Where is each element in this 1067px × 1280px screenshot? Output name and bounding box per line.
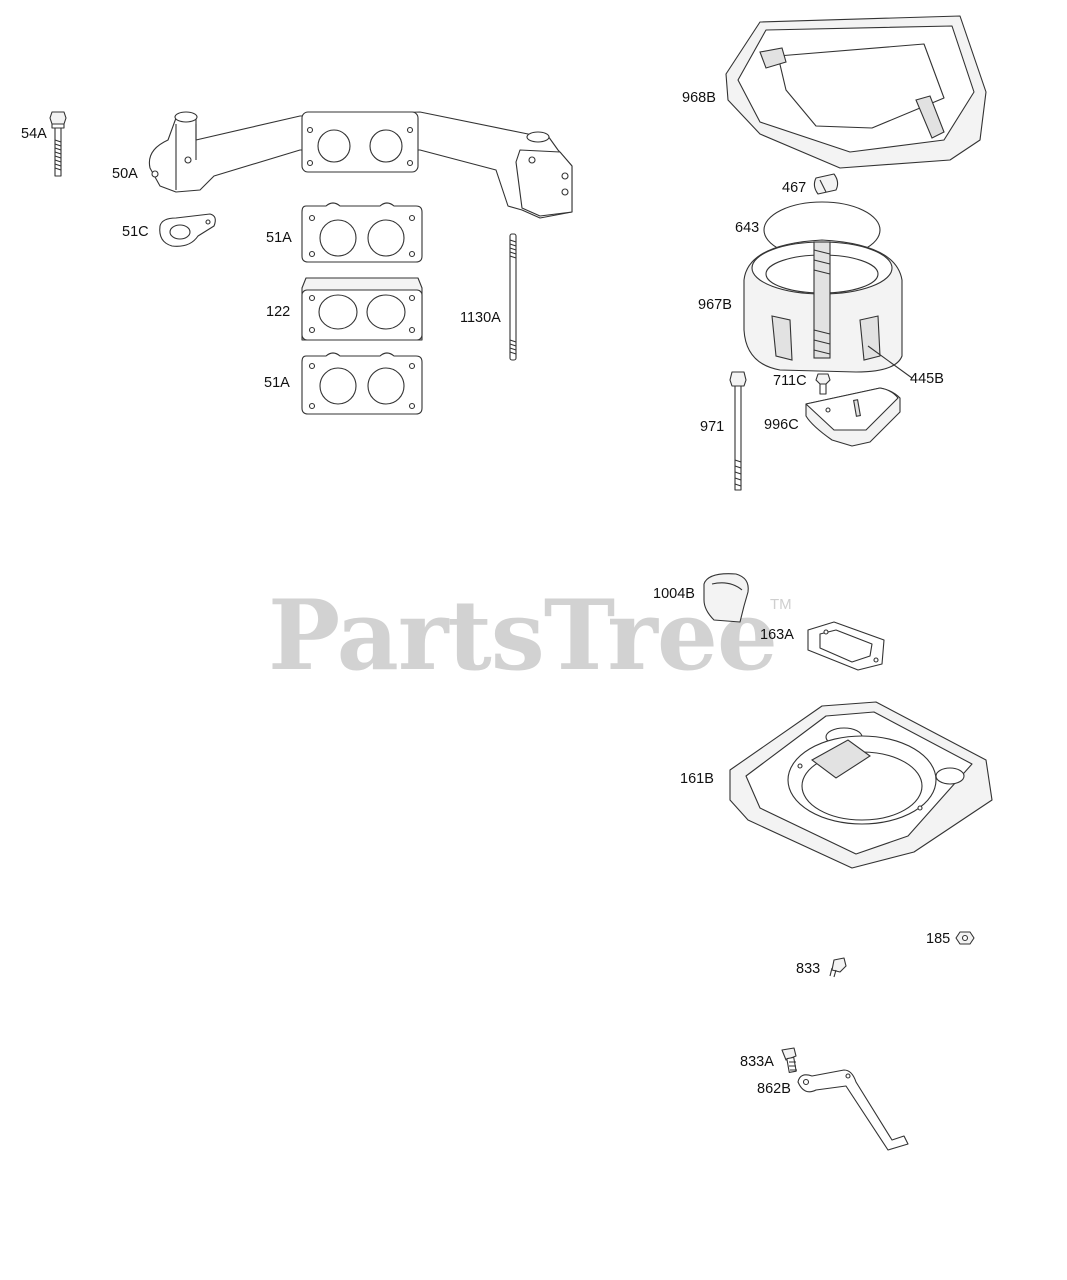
part-51A-gasket-top[interactable] [301, 202, 423, 263]
label-967B: 967B [698, 297, 732, 313]
label-1130A: 1130A [460, 310, 501, 326]
part-467-knob[interactable] [813, 173, 839, 195]
label-1004B: 1004B [653, 586, 695, 602]
part-50A-manifold[interactable] [148, 111, 573, 219]
part-971-bolt[interactable] [729, 371, 747, 491]
part-711C-screw[interactable] [815, 373, 831, 395]
label-833: 833 [796, 961, 821, 977]
label-833A: 833A [740, 1054, 774, 1070]
label-122: 122 [266, 304, 291, 320]
part-862B-bracket[interactable] [797, 1069, 909, 1151]
part-833A-screw[interactable] [781, 1047, 797, 1073]
label-711C: 711C [773, 373, 807, 389]
label-51A-top: 51A [266, 230, 292, 246]
part-51C-gasket[interactable] [159, 213, 216, 247]
label-467: 467 [782, 180, 807, 196]
trademark-mark: TM [770, 596, 792, 613]
part-1004B-intake[interactable] [703, 573, 749, 623]
label-185: 185 [926, 931, 951, 947]
watermark: PartsTree [268, 579, 778, 692]
label-968B: 968B [682, 90, 716, 106]
part-51A-gasket-bottom[interactable] [301, 352, 423, 415]
part-833-screw[interactable] [829, 957, 847, 978]
part-161B-base[interactable] [729, 701, 993, 869]
label-445B: 445B [910, 371, 944, 387]
label-54A: 54A [21, 126, 47, 142]
label-161B: 161B [680, 771, 714, 787]
part-122-spacer[interactable] [301, 277, 423, 341]
part-968B-cover[interactable] [725, 15, 987, 169]
part-163A-gasket[interactable] [807, 621, 885, 671]
label-643: 643 [735, 220, 760, 236]
label-51C: 51C [122, 224, 149, 240]
label-163A: 163A [760, 627, 794, 643]
label-51A-bottom: 51A [264, 375, 290, 391]
part-445B-element[interactable] [813, 241, 913, 379]
part-185-nut[interactable] [955, 931, 975, 945]
label-50A: 50A [112, 166, 138, 182]
label-862B: 862B [757, 1081, 791, 1097]
part-1130A-stud[interactable] [509, 233, 517, 361]
part-996C-bracket[interactable] [805, 387, 901, 447]
label-996C: 996C [764, 417, 799, 433]
part-54A-bolt[interactable] [49, 111, 67, 177]
label-971: 971 [700, 419, 725, 435]
